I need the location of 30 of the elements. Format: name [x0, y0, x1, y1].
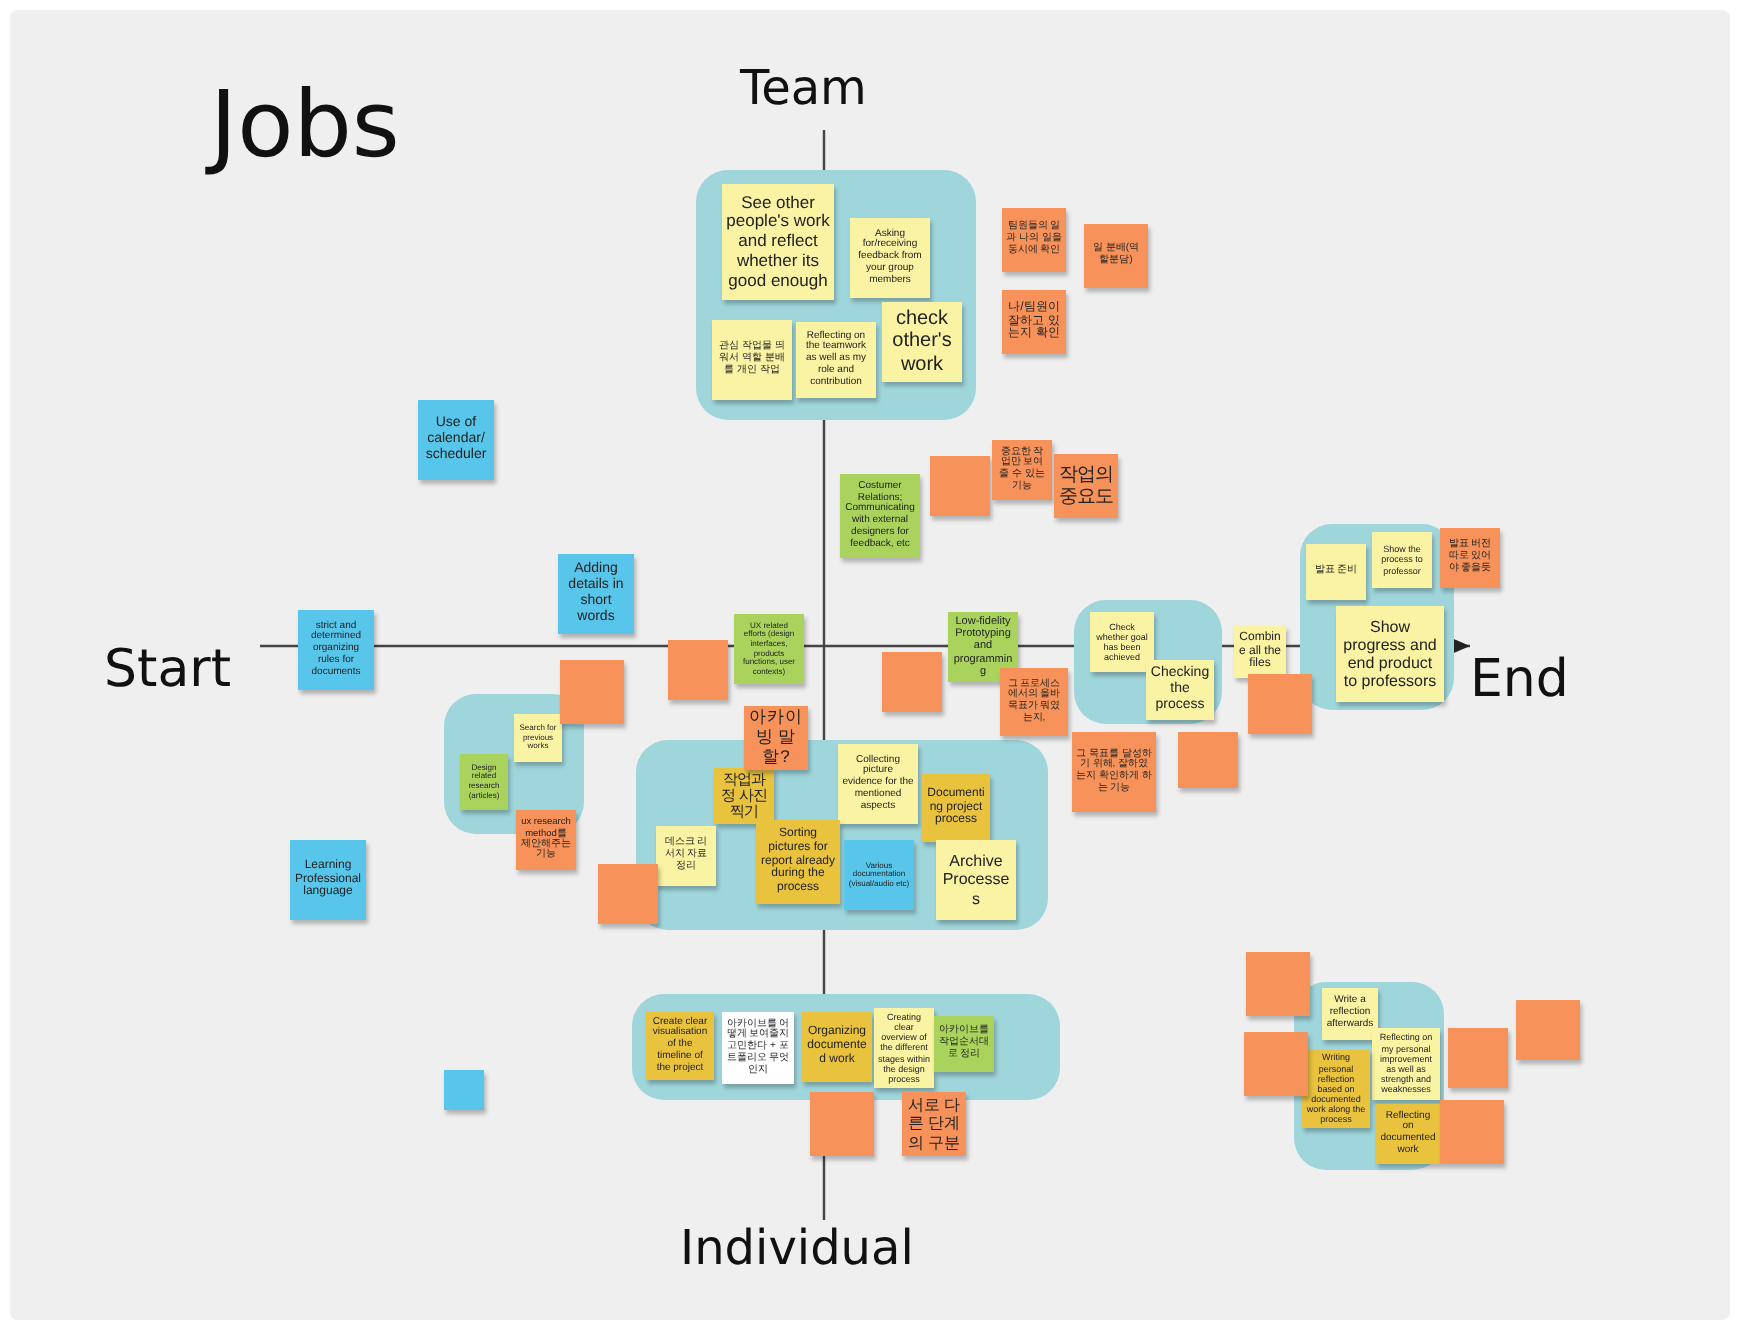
sticky-note: [444, 1070, 484, 1110]
sticky-note: [560, 660, 624, 724]
sticky-note: [668, 640, 728, 700]
sticky-note: [598, 864, 658, 924]
sticky-note: 작업의 중요도: [1054, 454, 1118, 518]
sticky-note: check other's work: [882, 302, 962, 382]
axis-label: Individual: [680, 1220, 914, 1276]
sticky-note: [1178, 732, 1238, 788]
sticky-note: 아카이빙 말할?: [744, 706, 808, 770]
axis-label: End: [1470, 650, 1569, 710]
group-area: [696, 170, 976, 420]
group-area: [1294, 982, 1444, 1170]
sticky-note: [1516, 1000, 1580, 1060]
group-area: [1074, 600, 1222, 724]
axis-label: Start: [104, 640, 232, 700]
sticky-note: 서로 다른 단계의 구분: [902, 1092, 966, 1156]
sticky-note: [1248, 674, 1312, 734]
title: Jobs: [210, 70, 400, 178]
sticky-note: [810, 1092, 874, 1156]
sticky-note: [1246, 952, 1310, 1016]
sticky-note: [1440, 1100, 1504, 1164]
group-area: [632, 994, 1060, 1100]
axis-label: Team: [740, 60, 867, 116]
sticky-note: See other people's work and reflect whether its good enough: [722, 184, 834, 300]
sticky-note: Archive Processes: [936, 840, 1016, 920]
sticky-note: [1448, 1028, 1508, 1088]
sticky-note: [882, 652, 942, 712]
sticky-note: Show progress and end product to professors: [1336, 606, 1444, 702]
sticky-note: [1244, 1032, 1308, 1096]
sticky-note: [930, 456, 990, 516]
